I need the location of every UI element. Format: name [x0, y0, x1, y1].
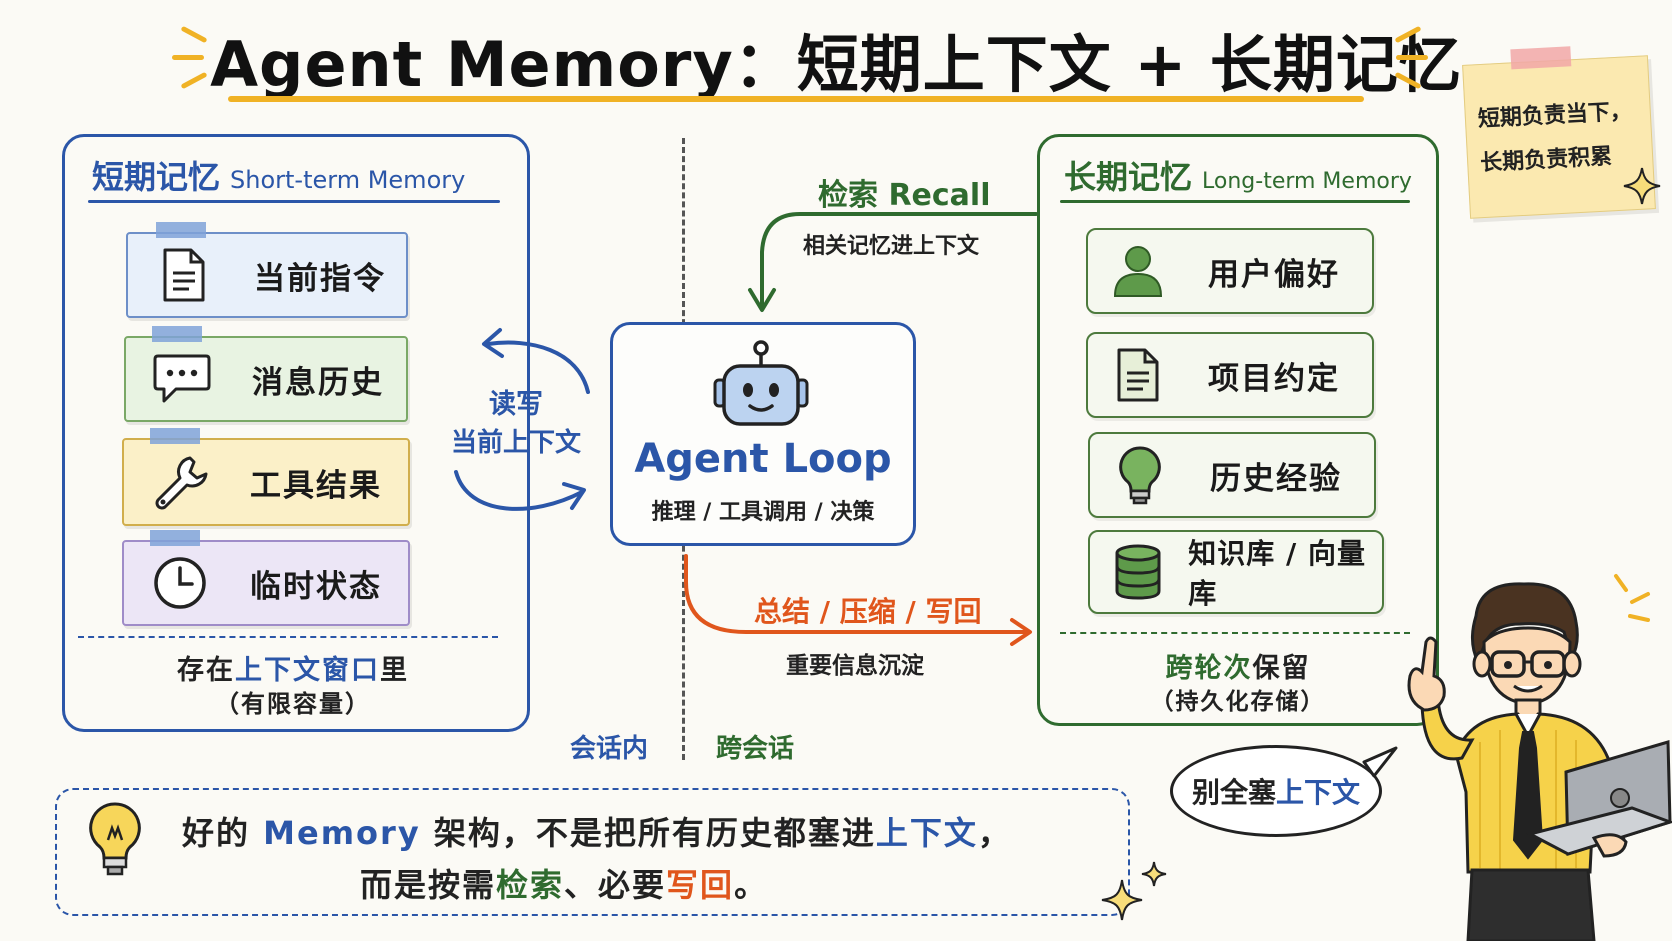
robot-icon	[713, 340, 809, 426]
document-icon	[1108, 345, 1168, 405]
writeback-sub: 重要信息沉淀	[786, 653, 924, 679]
agent-loop-box	[610, 322, 916, 546]
bubble-tail	[1362, 746, 1398, 778]
sparkle-icon	[1623, 167, 1661, 205]
lightbulb-icon	[89, 802, 141, 876]
short-term-divider	[78, 636, 498, 638]
short-term-title: 短期记忆 Short-term Memory	[92, 152, 465, 198]
lt-item-past-experience: 历史经验	[1088, 432, 1376, 518]
long-term-divider	[1060, 632, 1410, 634]
in-session-label: 会话内	[570, 734, 649, 764]
chat-bubble-icon	[152, 349, 212, 409]
tip-text: 架构，不是把所有历史都塞进	[433, 814, 876, 852]
long-term-title-cn: 长期记忆	[1064, 158, 1193, 196]
note-message-history: 消息历史	[124, 336, 408, 422]
note-tape	[152, 326, 202, 342]
lt-item-label: 项目约定	[1208, 360, 1340, 397]
note-temp-state: 临时状态	[122, 540, 410, 626]
page-title: Agent Memory：短期上下文 + 长期记忆	[210, 28, 1462, 101]
long-term-title-underline	[1060, 200, 1410, 203]
long-term-title: 长期记忆 Long-term Memory	[1064, 152, 1412, 198]
note-label: 临时状态	[250, 568, 382, 605]
tip-line-2: 而是按需检索、必要写回。	[360, 860, 768, 906]
note-label: 工具结果	[250, 467, 382, 504]
read-write-arrows	[454, 328, 590, 511]
title-spark-left-2	[172, 55, 204, 60]
tip-highlight-context: 上下文	[875, 814, 978, 852]
long-term-panel	[1037, 134, 1439, 726]
recall-label: 检索 Recall	[818, 178, 991, 213]
clock-icon	[150, 553, 210, 613]
short-term-title-underline	[88, 200, 500, 203]
tip-highlight-recall: 检索	[496, 866, 565, 904]
tip-text: 而是按需	[360, 866, 497, 904]
database-icon	[1110, 542, 1166, 602]
note-current-instruction: 当前指令	[126, 232, 408, 318]
bubble-text: 别全塞	[1191, 776, 1276, 809]
title-underline	[228, 96, 1364, 102]
note-label: 消息历史	[252, 364, 384, 401]
sparkle-icon	[1101, 861, 1167, 921]
wrench-icon	[150, 452, 210, 512]
document-icon	[154, 245, 214, 305]
footer-text: 保留	[1252, 653, 1311, 684]
read-write-line2: 当前上下文	[450, 428, 581, 458]
short-term-title-cn: 短期记忆	[92, 158, 221, 196]
footer-highlight: 上下文窗口	[235, 655, 380, 686]
lt-item-knowledge-base: 知识库 / 向量库	[1088, 530, 1384, 614]
writeback-label: 总结 / 压缩 / 写回	[754, 595, 982, 628]
cross-session-label: 跨会话	[716, 734, 795, 764]
read-write-line1: 读写	[489, 389, 543, 420]
memo-line-1: 短期负责当下，	[1477, 99, 1633, 133]
lt-item-project-conventions: 项目约定	[1086, 332, 1374, 418]
memo-tape	[1510, 46, 1572, 70]
agent-loop-subtitle: 推理 / 工具调用 / 决策	[651, 500, 875, 525]
note-tape	[150, 530, 200, 546]
agent-loop-title: Agent Loop	[634, 436, 892, 482]
writeback-arrow	[684, 554, 1032, 646]
tip-highlight-writeback: 写回	[666, 866, 735, 904]
note-tape	[156, 222, 206, 238]
note-label: 当前指令	[254, 260, 386, 297]
recall-sub: 相关记忆进上下文	[803, 234, 980, 259]
tip-highlight-memory: Memory	[263, 814, 421, 852]
lightbulb-icon	[1110, 445, 1170, 505]
lt-item-label: 历史经验	[1210, 460, 1342, 497]
lt-item-user-preference: 用户偏好	[1086, 228, 1374, 314]
long-term-title-en: Long-term Memory	[1202, 169, 1412, 194]
title-spark-right-2	[1396, 55, 1428, 60]
short-term-footer-line2: （有限容量）	[215, 690, 371, 718]
short-term-title-en: Short-term Memory	[230, 166, 466, 194]
bubble-highlight: 上下文	[1276, 776, 1361, 809]
recall-arrow	[748, 212, 1038, 312]
footer-text: 里	[380, 655, 409, 686]
short-term-footer-line1: 存在上下文窗口里	[62, 648, 524, 687]
long-term-footer-line1: 跨轮次保留	[1037, 646, 1439, 685]
footer-highlight: 跨轮次	[1165, 653, 1253, 684]
note-tape	[150, 428, 200, 444]
presenter-character	[1407, 574, 1672, 941]
note-tool-result: 工具结果	[122, 438, 410, 526]
lt-item-label: 用户偏好	[1208, 256, 1340, 293]
tip-box	[55, 788, 1130, 916]
memo-line-2: 长期负责积累	[1479, 144, 1613, 177]
tip-text: 。	[734, 866, 769, 904]
tip-text: 、必要	[564, 866, 667, 904]
lt-item-label: 知识库 / 向量库	[1188, 537, 1366, 610]
tip-line-1: 好的 Memory 架构，不是把所有历史都塞进上下文，	[182, 808, 1012, 854]
tip-text: ，	[977, 814, 1012, 852]
speech-bubble: 别全塞上下文	[1170, 745, 1382, 837]
user-icon	[1108, 241, 1168, 301]
long-term-footer-line2: （持久化存储）	[1150, 689, 1326, 715]
tip-text: 好的	[182, 814, 251, 852]
footer-text: 存在	[177, 655, 235, 686]
